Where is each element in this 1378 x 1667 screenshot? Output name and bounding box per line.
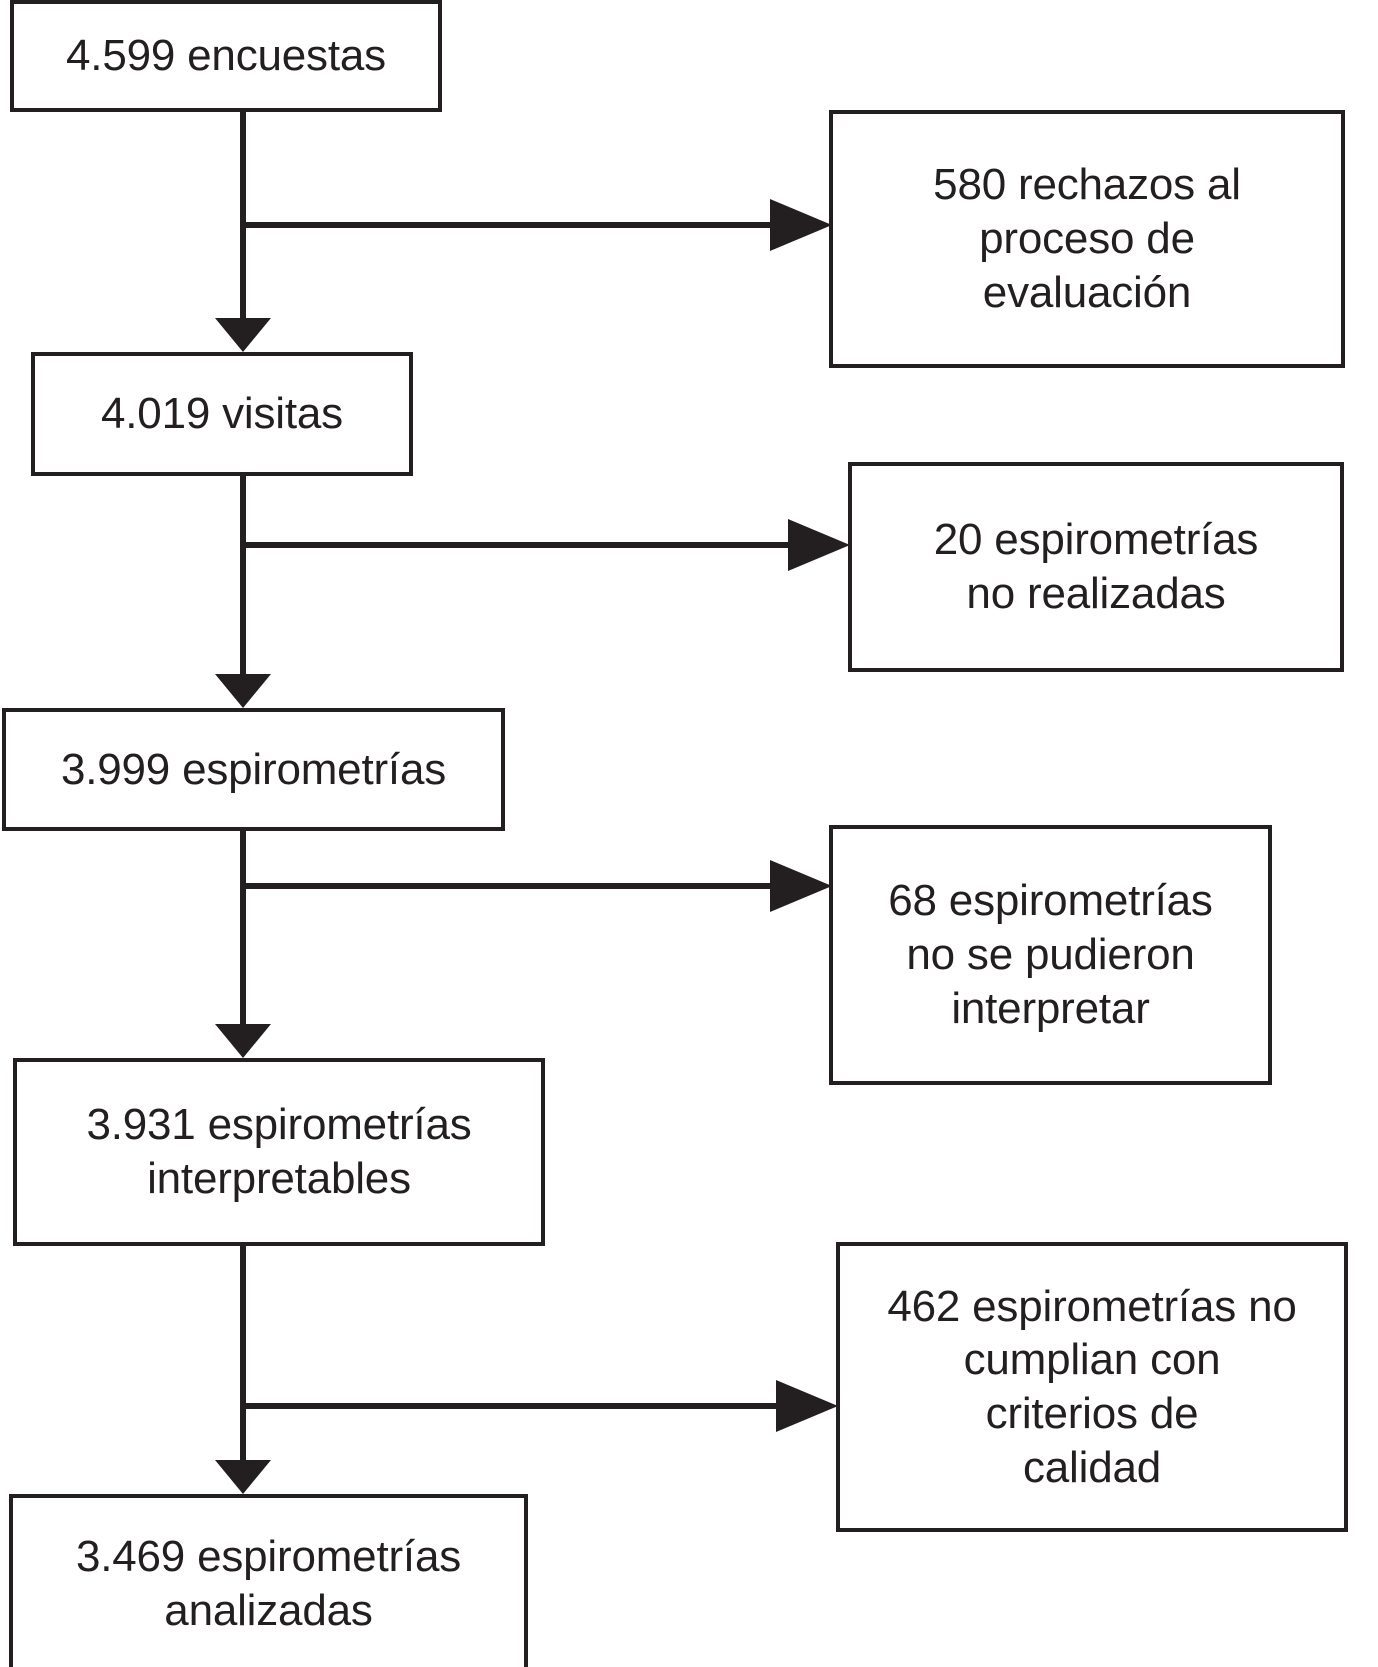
node-analizadas: 3.469 espirometrías analizadas (9, 1494, 528, 1667)
connector-visitas-to-no-realizadas (243, 519, 850, 571)
connector-espirometrias-to-no-interpretables (243, 860, 832, 912)
connector-espirometrias-to-interpretables (215, 830, 271, 1058)
connector-encuestas-to-visitas (215, 110, 271, 352)
node-no-interpretables: 68 espirometrías no se pudieron interpre… (829, 825, 1272, 1085)
node-interpretables: 3.931 espirometrías interpretables (13, 1058, 545, 1246)
connector-visitas-to-espirometrias (215, 475, 271, 708)
node-encuestas: 4.599 encuestas (10, 0, 442, 112)
node-interpretables-label: 3.931 espirometrías interpretables (86, 1100, 472, 1203)
node-analizadas-label: 3.469 espirometrías analizadas (75, 1532, 462, 1635)
node-sin-calidad-label: 462 espirometrías no cumplian con criter… (887, 1281, 1297, 1492)
connector-encuestas-to-rechazos (243, 199, 832, 251)
connector-interpretables-to-sin-calidad (243, 1380, 838, 1432)
node-rechazos-label: 580 rechazos al proceso de evaluación (933, 160, 1241, 317)
node-espirometrias: 3.999 espirometrías (2, 708, 505, 831)
node-no-realizadas-label: 20 espirometrías no realizadas (933, 515, 1259, 618)
node-sin-calidad: 462 espirometrías no cumplian con criter… (836, 1242, 1348, 1532)
node-espirometrias-label: 3.999 espirometrías (60, 744, 447, 794)
node-no-realizadas: 20 espirometrías no realizadas (848, 462, 1344, 672)
node-rechazos: 580 rechazos al proceso de evaluación (829, 110, 1345, 368)
connector-interpretables-to-analizadas (215, 1245, 271, 1494)
node-no-interpretables-label: 68 espirometrías no se pudieron interpre… (888, 876, 1213, 1033)
node-visitas-label: 4.019 visitas (101, 389, 343, 439)
node-encuestas-label: 4.599 encuestas (66, 31, 386, 81)
node-visitas: 4.019 visitas (31, 352, 413, 476)
